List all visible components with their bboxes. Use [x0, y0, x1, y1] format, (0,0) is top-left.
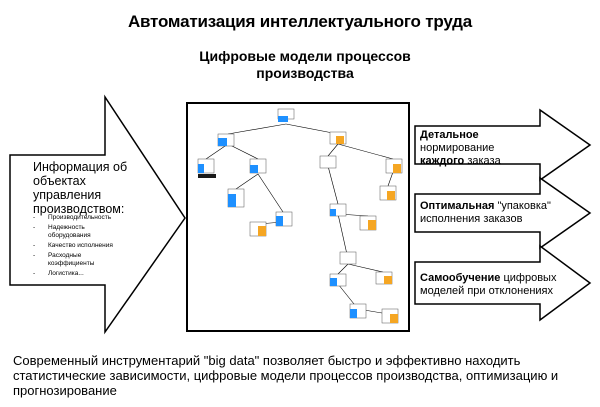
input-heading: Информация об объектах управления произв…: [33, 160, 128, 216]
output-1-text1: нормирование: [420, 142, 495, 154]
decision-tree-diagram: [197, 108, 403, 324]
input-item: Надежность оборудования: [33, 224, 128, 240]
output-1-bold2: каждого: [420, 155, 465, 167]
decision-tree-panel: [186, 102, 410, 332]
input-item: Расходные коэффициенты: [33, 252, 128, 268]
page-title: Автоматизация интеллектуального труда: [127, 12, 473, 31]
output-2-text1: "упаковка" исполнения заказов: [420, 200, 551, 225]
input-item: Производительность: [33, 214, 128, 222]
output-1-text2: заказа: [464, 155, 501, 167]
output-2: Оптимальная "упаковка" исполнения заказо…: [420, 200, 570, 226]
output-3-bold1: Самообучение: [420, 272, 501, 284]
bottom-description: Современный инструментарий "big data" по…: [13, 353, 559, 398]
output-1-bold1: Детальное: [420, 129, 479, 141]
output-arrow-3: [414, 244, 592, 322]
output-3-text1: цифровых моделей при отклонениях: [420, 272, 557, 297]
tree-edges: [205, 123, 394, 315]
tree-nodes: [197, 108, 403, 324]
input-list: Производительность Надежность оборудован…: [33, 214, 128, 280]
output-1: Детальное нормирование каждого заказа: [420, 129, 540, 168]
diagram-subtitle: Цифровые модели процессов производства: [199, 48, 411, 81]
input-item: Логистика...: [33, 270, 128, 278]
output-3: Самообучение цифровых моделей при отклон…: [420, 272, 570, 298]
output-arrow-2: [414, 176, 592, 250]
input-item: Качество исполнения: [33, 242, 128, 250]
output-arrow-1: [414, 108, 592, 182]
output-2-bold1: Оптимальная: [420, 200, 495, 212]
